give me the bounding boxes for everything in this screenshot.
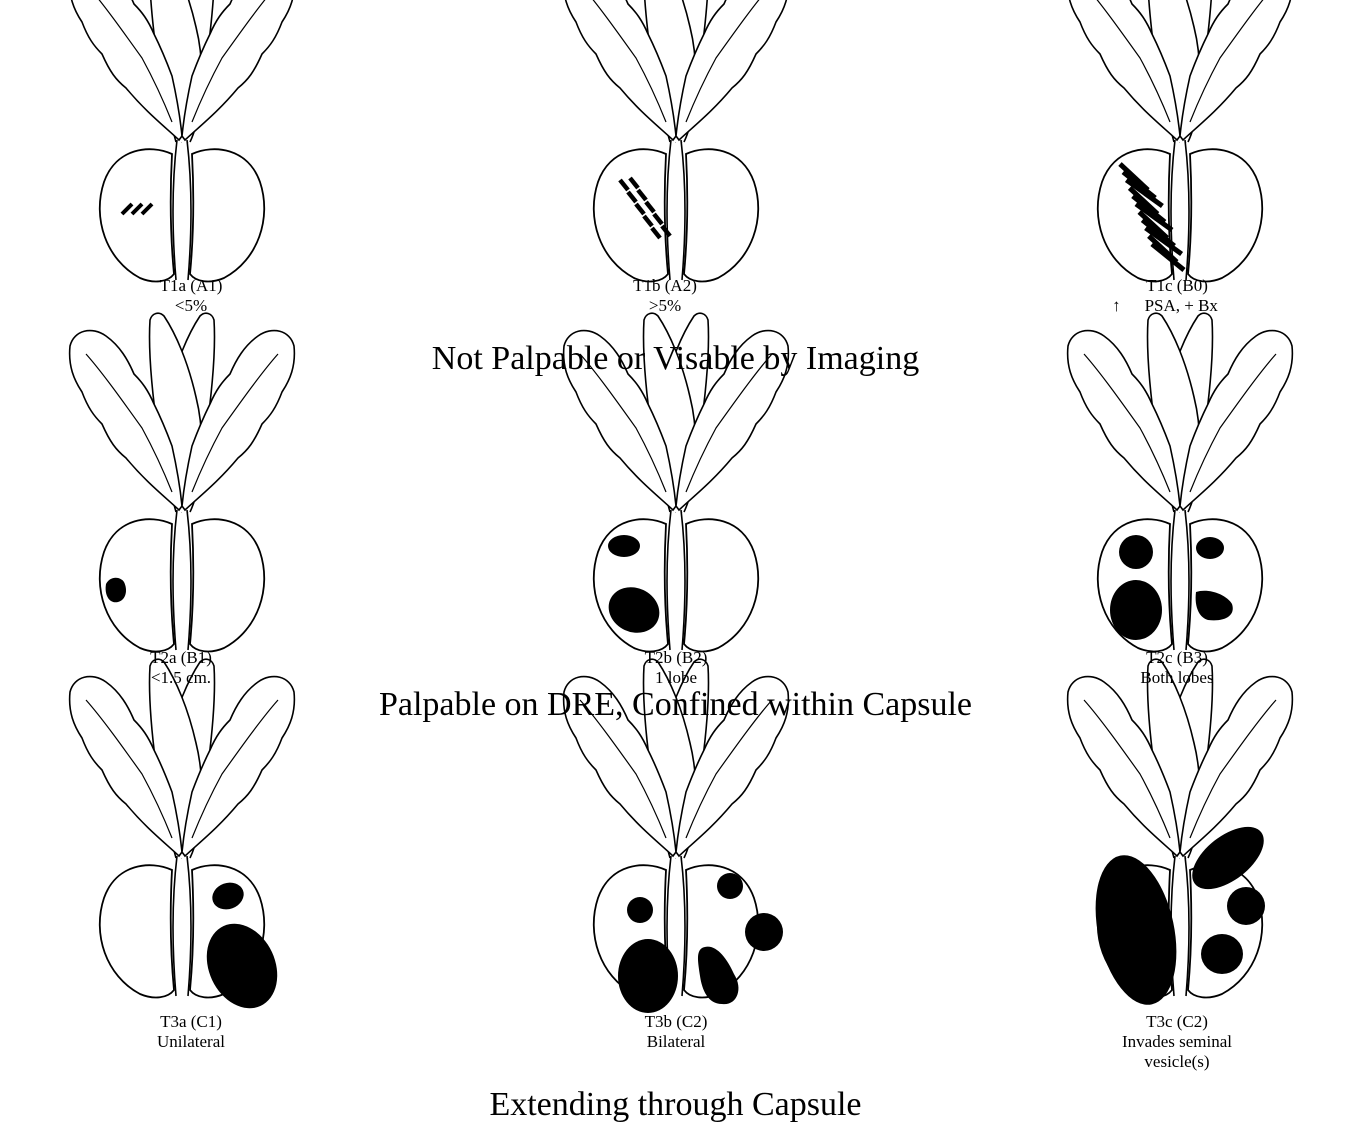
band-title-palpable: Palpable on DRE, Confined within Capsule [0, 686, 1351, 724]
panel-T3a-title: T3a (C1) [96, 1012, 286, 1032]
panel-T1c-note-line: ↑ PSA, + Bx [1082, 296, 1272, 316]
panel-T1c-caption: T1c (B0) ↑ PSA, + Bx [1082, 276, 1272, 316]
panel-T2a-lesion [106, 578, 126, 603]
panel-T2c-title: T2c (B3) [1082, 648, 1272, 668]
panel-T2c-caption: T2c (B3) Both lobes [1082, 648, 1272, 688]
panel-T1b-illustration [564, 0, 789, 281]
panel-T2a-note: <1.5 cm. [86, 668, 276, 688]
panel-T2c-note: Both lobes [1082, 668, 1272, 688]
panel-T1a-caption: T1a (A1) <5% [96, 276, 286, 316]
panel-T1b-caption: T1b (A2) >5% [570, 276, 760, 316]
panel-T3c-title: T3c (C2) [1082, 1012, 1272, 1032]
prostate-outline [564, 0, 789, 281]
panel-T1c-illustration [1068, 0, 1293, 281]
panel-T3b-note: Bilateral [581, 1032, 771, 1052]
panel-T3b-title: T3b (C2) [581, 1012, 771, 1032]
panel-T1c-title: T1c (B0) [1082, 276, 1272, 296]
panel-T3c-note2: vesicle(s) [1082, 1052, 1272, 1072]
panel-T2b-caption: T2b (B2) 1 lobe [581, 648, 771, 688]
panel-T1b-title: T1b (A2) [570, 276, 760, 296]
panel-T1b-note: >5% [570, 296, 760, 316]
band-title-not-palpable: Not Palpable or Visable by Imaging [0, 340, 1351, 378]
panel-T2a-title: T2a (B1) [86, 648, 276, 668]
panel-T2a-caption: T2a (B1) <1.5 cm. [86, 648, 276, 688]
panel-T3c-caption: T3c (C2) Invades seminal vesicle(s) [1082, 1012, 1272, 1072]
prostate-outline [70, 0, 295, 281]
panel-T1a-illustration [70, 0, 295, 281]
panel-T1c-note: PSA, + Bx [1145, 296, 1218, 315]
panel-T1a-title: T1a (A1) [96, 276, 286, 296]
band-title-extending: Extending through Capsule [0, 1086, 1351, 1124]
panel-T3b-caption: T3b (C2) Bilateral [581, 1012, 771, 1052]
panel-T3a-caption: T3a (C1) Unilateral [96, 1012, 286, 1052]
panel-T3a-note: Unilateral [96, 1032, 286, 1052]
panel-T1a-note: <5% [96, 296, 286, 316]
up-arrow-icon: ↑ [1112, 296, 1121, 315]
prostate-outline [1068, 0, 1293, 281]
panel-T3c-note: Invades seminal [1082, 1032, 1272, 1052]
panel-T2b-title: T2b (B2) [581, 648, 771, 668]
panel-T2b-note: 1 lobe [581, 668, 771, 688]
